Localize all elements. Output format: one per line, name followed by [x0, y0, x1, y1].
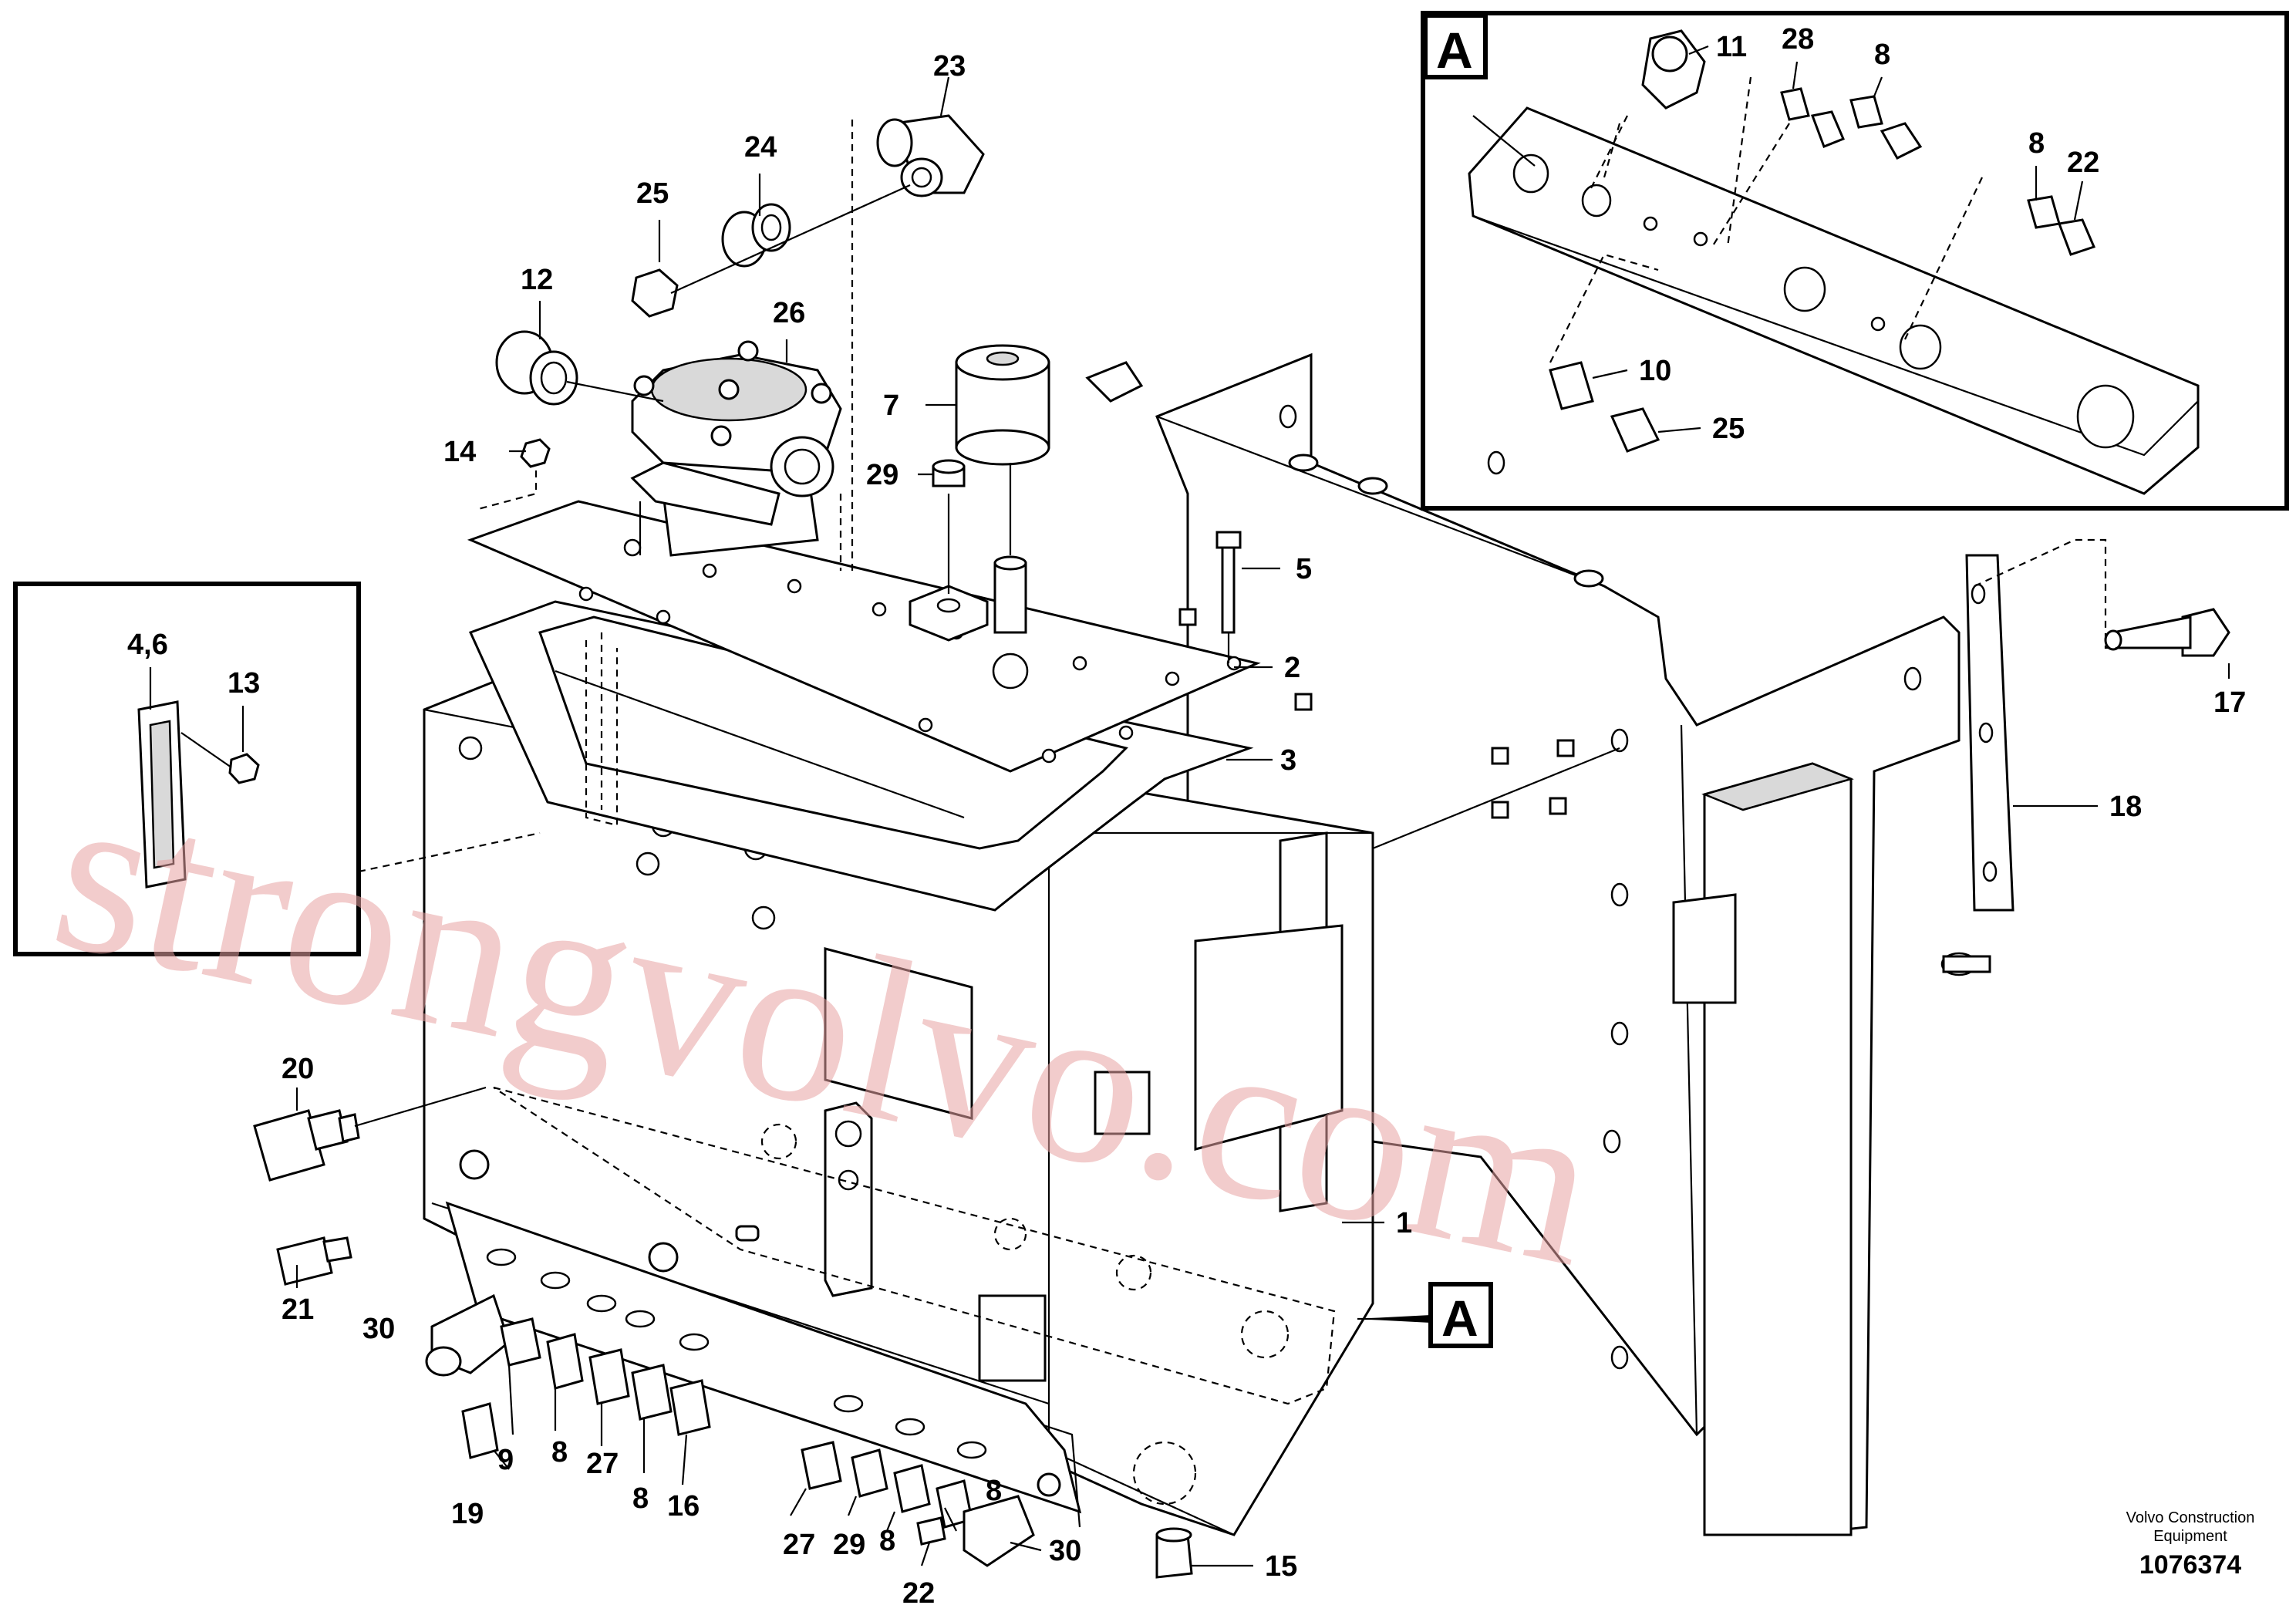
adapter-24 — [721, 203, 791, 268]
callout-13: 13 — [228, 667, 260, 700]
nut-14 — [477, 438, 551, 511]
footer-drawing-number: 1076374 — [2139, 1550, 2241, 1580]
bolt-17 — [2104, 608, 2230, 657]
detail-view-a-label: A — [1436, 22, 1473, 79]
callout-2: 2 — [1284, 652, 1300, 684]
cover-plate-2 — [467, 500, 1261, 773]
callout-26: 26 — [773, 297, 805, 329]
callout-30-b: 30 — [1049, 1535, 1081, 1567]
callout-16: 16 — [667, 1490, 700, 1523]
sensor-20 — [253, 1086, 487, 1182]
callout-15: 15 — [1265, 1550, 1297, 1583]
callout-7: 7 — [883, 389, 899, 422]
callout-3: 3 — [1280, 744, 1296, 777]
breather-7 — [955, 344, 1050, 634]
callout-20: 20 — [282, 1053, 314, 1085]
callout-9: 9 — [497, 1444, 514, 1476]
leader-lines — [149, 45, 2230, 1567]
callout-25-a: 25 — [636, 177, 669, 210]
section-marker-a — [1357, 1282, 1493, 1348]
callout-labels: 1 2 3 4,6 5 7 8 8 8 8 8 8 9 10 11 12 13 … — [127, 23, 2246, 1610]
elbow-30-left — [425, 1293, 511, 1377]
callout-19: 19 — [451, 1498, 484, 1530]
bolt-5 — [1215, 531, 1242, 663]
callout-27-a: 27 — [586, 1448, 619, 1480]
mounting-frame — [1085, 352, 1991, 1536]
callout-28: 28 — [1782, 23, 1814, 56]
dashed-pipe — [585, 632, 619, 827]
detail-box-left — [13, 582, 541, 956]
callout-8-a: 8 — [551, 1436, 568, 1469]
gasket-3 — [468, 600, 1254, 912]
callout-24: 24 — [744, 131, 777, 164]
callout-23: 23 — [933, 50, 966, 83]
footer-company-line2: Equipment — [2153, 1528, 2227, 1545]
callout-8-d: 8 — [986, 1475, 1002, 1507]
detail-view-a — [1421, 11, 2289, 511]
callout-30-a: 30 — [362, 1313, 395, 1345]
callout-27-b: 27 — [783, 1529, 815, 1561]
right-dashed-lines — [1372, 538, 2121, 850]
callout-11: 11 — [1716, 31, 1747, 63]
footer-company-line1: Volvo Construction — [2126, 1509, 2255, 1526]
plug-21 — [276, 1236, 352, 1286]
plug-29-top — [909, 459, 989, 642]
assembly-lines — [566, 120, 911, 571]
elbow-23 — [876, 114, 985, 197]
callout-12: 12 — [521, 264, 553, 296]
callout-14: 14 — [443, 436, 476, 468]
strap-18 — [1965, 554, 2014, 912]
callout-8-f: 8 — [2028, 127, 2045, 160]
callout-8-c: 8 — [879, 1525, 895, 1557]
callout-8-b: 8 — [632, 1482, 649, 1515]
callout-22-a: 22 — [902, 1577, 935, 1610]
fittings-row — [461, 1317, 1193, 1579]
callout-5: 5 — [1296, 553, 1312, 585]
callout-29-b: 29 — [833, 1529, 865, 1561]
callout-18: 18 — [2109, 791, 2142, 823]
callout-25-b: 25 — [1712, 413, 1745, 445]
callout-4-6: 4,6 — [127, 629, 168, 661]
callout-17: 17 — [2213, 686, 2246, 719]
filter-housing-26 — [630, 340, 842, 557]
section-marker-a-label: A — [1441, 1290, 1478, 1347]
callout-21: 21 — [282, 1293, 314, 1326]
callout-8-e: 8 — [1874, 39, 1890, 71]
callout-29-a: 29 — [866, 459, 899, 491]
callout-10: 10 — [1639, 355, 1671, 387]
callout-1: 1 — [1396, 1207, 1412, 1239]
callout-22-b: 22 — [2067, 147, 2099, 179]
nut-25-top — [631, 268, 679, 318]
fitting-12 — [495, 330, 578, 406]
